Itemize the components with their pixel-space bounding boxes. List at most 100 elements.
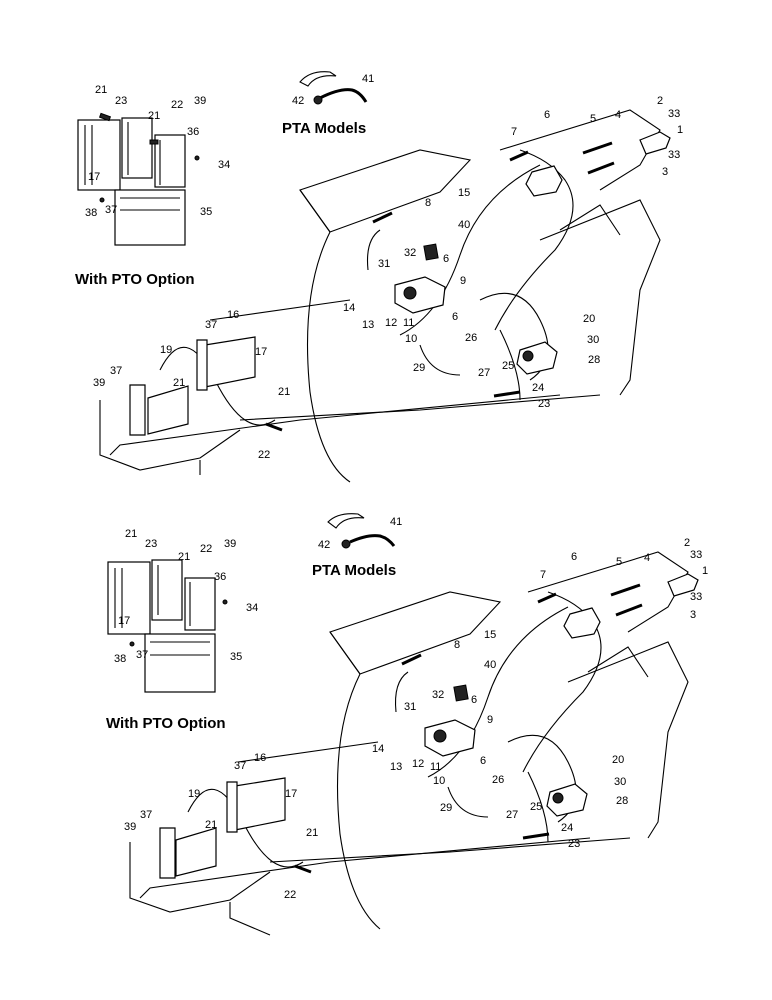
callout-36: 36: [214, 571, 226, 583]
callout-6: 6: [471, 694, 477, 706]
callout-5: 5: [590, 113, 596, 125]
callout-3: 3: [662, 166, 668, 178]
diagram-view-bottom: PTA Models With PTO Option: [106, 513, 708, 936]
callout-32: 32: [432, 689, 444, 701]
callout-22: 22: [258, 449, 270, 461]
callout-1: 1: [702, 565, 708, 577]
callout-35: 35: [230, 651, 242, 663]
callout-24: 24: [561, 822, 573, 834]
callout-25: 25: [530, 801, 542, 813]
callout-5: 5: [616, 556, 622, 568]
callout-3: 3: [690, 609, 696, 621]
callout-10: 10: [433, 775, 445, 787]
hose-lines: [159, 149, 574, 426]
callout-21: 21: [95, 84, 107, 96]
callout-29: 29: [440, 802, 452, 814]
callout-9: 9: [460, 275, 466, 287]
callout-39: 39: [93, 377, 105, 389]
callout-32: 32: [404, 247, 416, 259]
callout-22: 22: [284, 889, 296, 901]
callout-20: 20: [583, 313, 595, 325]
callout-38: 38: [114, 653, 126, 665]
callout-17: 17: [255, 346, 267, 358]
callout-31: 31: [378, 258, 390, 270]
pta-models-caption: PTA Models: [282, 120, 366, 137]
hose-lines-bottom: [187, 591, 602, 868]
callout-21: 21: [125, 528, 137, 540]
callout-23: 23: [568, 838, 580, 850]
callout-1: 1: [677, 124, 683, 136]
callout-9: 9: [487, 714, 493, 726]
callout-21: 21: [278, 386, 290, 398]
callout-21: 21: [173, 377, 185, 389]
callout-4: 4: [615, 109, 621, 121]
callout-31: 31: [404, 701, 416, 713]
callout-30: 30: [614, 776, 626, 788]
callout-39: 39: [194, 95, 206, 107]
callout-21: 21: [306, 827, 318, 839]
callout-36: 36: [187, 126, 199, 138]
callout-23: 23: [115, 95, 127, 107]
callout-37: 37: [234, 760, 246, 772]
callout-21: 21: [148, 110, 160, 122]
callout-19: 19: [188, 788, 200, 800]
callout-16: 16: [227, 309, 239, 321]
hydraulic-components-bottom: [159, 573, 699, 879]
callout-2: 2: [657, 95, 663, 107]
callout-12: 12: [412, 758, 424, 770]
callout-24: 24: [532, 382, 544, 394]
callout-25: 25: [502, 360, 514, 372]
callout-35: 35: [200, 206, 212, 218]
pta-inset-bottom: PTA Models: [312, 513, 396, 579]
callout-7: 7: [511, 126, 517, 138]
callout-37: 37: [140, 809, 152, 821]
callout-26: 26: [465, 332, 477, 344]
pta-models-caption-bottom: PTA Models: [312, 562, 396, 579]
callout-26: 26: [492, 774, 504, 786]
hydraulic-components: [129, 131, 671, 436]
callout-40: 40: [484, 659, 496, 671]
pto-option-inset-bottom: With PTO Option: [106, 559, 228, 732]
pto-option-caption-bottom: With PTO Option: [106, 715, 226, 732]
callout-23: 23: [145, 538, 157, 550]
callout-8: 8: [425, 197, 431, 209]
callout-40: 40: [458, 219, 470, 231]
callout-22: 22: [171, 99, 183, 111]
callout-21: 21: [205, 819, 217, 831]
callout-6: 6: [452, 311, 458, 323]
callout-38: 38: [85, 207, 97, 219]
callout-15: 15: [458, 187, 470, 199]
callout-37: 37: [105, 204, 117, 216]
callout-7: 7: [540, 569, 546, 581]
callout-6: 6: [544, 109, 550, 121]
callout-8: 8: [454, 639, 460, 651]
callout-27: 27: [506, 809, 518, 821]
callout-13: 13: [362, 319, 374, 331]
machine-frame-bottom: [129, 551, 689, 936]
callout-41: 41: [362, 73, 374, 85]
callout-39: 39: [224, 538, 236, 550]
callout-37: 37: [136, 649, 148, 661]
callout-28: 28: [588, 354, 600, 366]
callout-2: 2: [684, 537, 690, 549]
callout-16: 16: [254, 752, 266, 764]
callout-17: 17: [285, 788, 297, 800]
callout-6: 6: [443, 253, 449, 265]
callout-17: 17: [118, 615, 130, 627]
callout-11: 11: [430, 761, 441, 773]
callout-15: 15: [484, 629, 496, 641]
callout-33: 33: [690, 591, 702, 603]
diagram-view-top: PTA Models With PTO Option: [75, 71, 683, 483]
callout-17: 17: [88, 171, 100, 183]
callout-4: 4: [644, 552, 650, 564]
callout-33: 33: [690, 549, 702, 561]
callout-20: 20: [612, 754, 624, 766]
callout-37: 37: [110, 365, 122, 377]
callout-33: 33: [668, 149, 680, 161]
callout-27: 27: [478, 367, 490, 379]
callout-14: 14: [343, 302, 355, 314]
callout-6: 6: [480, 755, 486, 767]
callout-37: 37: [205, 319, 217, 331]
